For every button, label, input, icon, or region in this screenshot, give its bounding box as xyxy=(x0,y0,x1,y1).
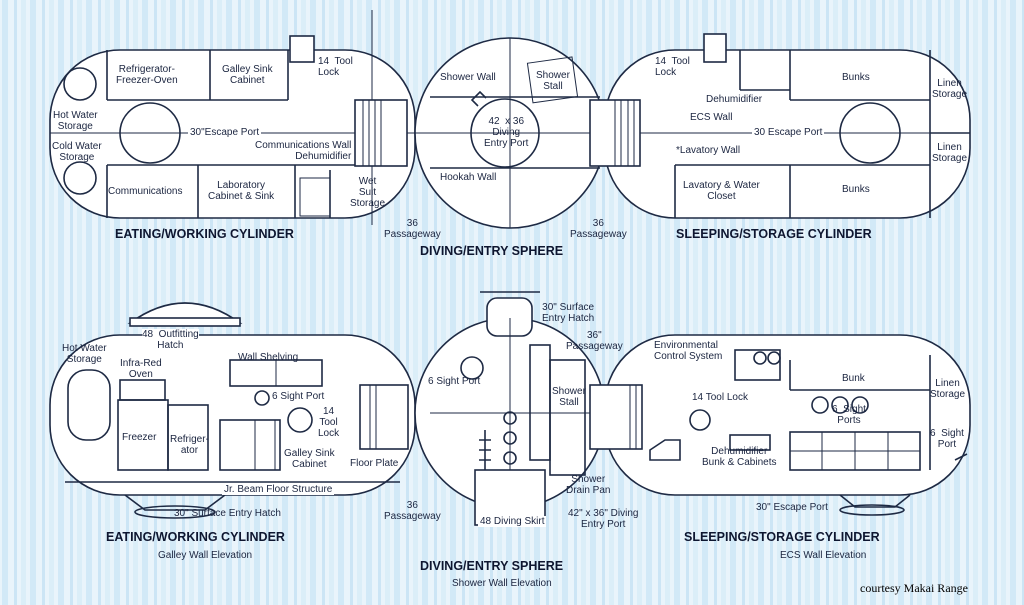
bottom-elevation-view xyxy=(49,291,971,526)
sleeping-cylinder-top xyxy=(604,49,971,219)
sleeping-cylinder-elevation xyxy=(604,334,971,496)
